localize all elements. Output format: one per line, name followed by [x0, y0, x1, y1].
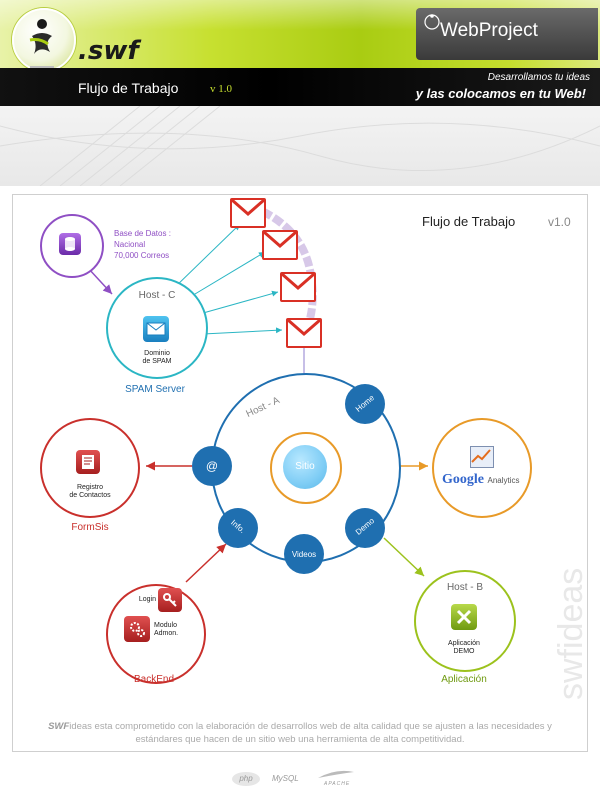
- spam-domain-label: Dominio de SPAM: [120, 350, 194, 366]
- spam-server-label: SPAM Server: [125, 384, 185, 395]
- backend-module-label: Modulo Admon.: [154, 622, 190, 638]
- backend-node: [106, 584, 206, 684]
- diagram-title: Flujo de Trabajo: [422, 214, 516, 229]
- at-label: @: [205, 459, 219, 473]
- logo-figure-icon: [29, 19, 52, 54]
- app-desc: Aplicación DEMO: [428, 640, 500, 656]
- info-node: [218, 508, 258, 548]
- host-c-label: Host - C: [138, 290, 176, 301]
- php-logo-text: php: [239, 774, 253, 783]
- host-b-node: [414, 570, 516, 672]
- mysql-logo: MySQL: [272, 774, 299, 783]
- database-label-line-2: Nacional: [114, 240, 146, 249]
- apache-logo-text: APACHE: [324, 781, 351, 787]
- logo-text: .swf: [78, 36, 139, 66]
- home-node: [345, 384, 385, 424]
- spam-domain-line-2: de SPAM: [142, 358, 172, 365]
- formsis-node: [40, 418, 140, 518]
- videos-label: Videos: [291, 550, 317, 559]
- footer-brand: SWF: [48, 721, 70, 732]
- brand-swirl-icon: [424, 14, 440, 30]
- footer-text: ideas esta comprometido con la elaboraci…: [69, 721, 552, 745]
- backend-label: BackEnd: [133, 674, 175, 685]
- sitio-label: Sitio: [295, 461, 315, 472]
- header-version: v 1.0: [210, 83, 232, 95]
- backend-login-label: Login: [138, 596, 156, 603]
- form-lines-icon: [82, 455, 94, 469]
- database-label: Base de Datos : Nacional 70,000 Correos: [114, 228, 171, 261]
- formsis-label: FormSis: [71, 522, 109, 533]
- decorative-lines: [0, 106, 600, 186]
- backend-module-line-1: Modulo: [154, 622, 177, 629]
- brand-name: WebProject: [440, 20, 538, 41]
- at-node: [192, 446, 232, 486]
- envelope-icon: [146, 322, 166, 336]
- database-label-line-3: 70,000 Correos: [114, 251, 170, 260]
- analytics-line-icon: [471, 449, 491, 463]
- header-bar: [0, 68, 600, 106]
- app-desc-line-1: Aplicación: [448, 640, 480, 647]
- google-logo: Google Analytics: [442, 472, 520, 488]
- aplicacion-label: Aplicación: [441, 674, 487, 685]
- php-logo: php: [232, 772, 260, 786]
- formsis-desc-line-1: Registro: [76, 484, 104, 491]
- backend-module-line-2: Admon.: [154, 630, 179, 637]
- analytics-text: Analytics: [487, 476, 520, 485]
- mysql-logo-text: MySQL: [272, 774, 299, 783]
- host-b-label: Host - B: [446, 582, 484, 593]
- slogan-line-1: Desarrollamos tu ideas: [487, 72, 590, 83]
- diagram-version: v1.0: [548, 215, 571, 229]
- gears-icon: [124, 616, 150, 642]
- sitio-node: [283, 445, 327, 489]
- google-analytics-node: [432, 418, 532, 518]
- database-label-line-1: Base de Datos :: [114, 229, 171, 238]
- database-cylinder-icon: [65, 237, 75, 251]
- key-glyph-icon: [163, 593, 177, 607]
- demo-node: [345, 508, 385, 548]
- header-title: Flujo de Trabajo: [78, 80, 179, 96]
- app-glyph-icon: [456, 609, 472, 625]
- footer-description: SWFideas esta comprometido con la elabor…: [30, 720, 570, 746]
- slogan-line-2: y las colocamos en tu Web!: [415, 86, 586, 101]
- apache-feather-icon: [318, 770, 354, 778]
- header-decoration: [0, 106, 600, 186]
- videos-node: [284, 534, 324, 574]
- app-desc-line-2: DEMO: [453, 648, 475, 655]
- formsis-desc: Registro de Contactos: [54, 484, 126, 500]
- gear-glyph-icon: [130, 622, 145, 637]
- spam-domain-line-1: Dominio: [144, 350, 170, 357]
- formsis-desc-line-2: de Contactos: [69, 492, 111, 499]
- brand-box: [416, 8, 598, 60]
- google-text: Google: [442, 472, 484, 487]
